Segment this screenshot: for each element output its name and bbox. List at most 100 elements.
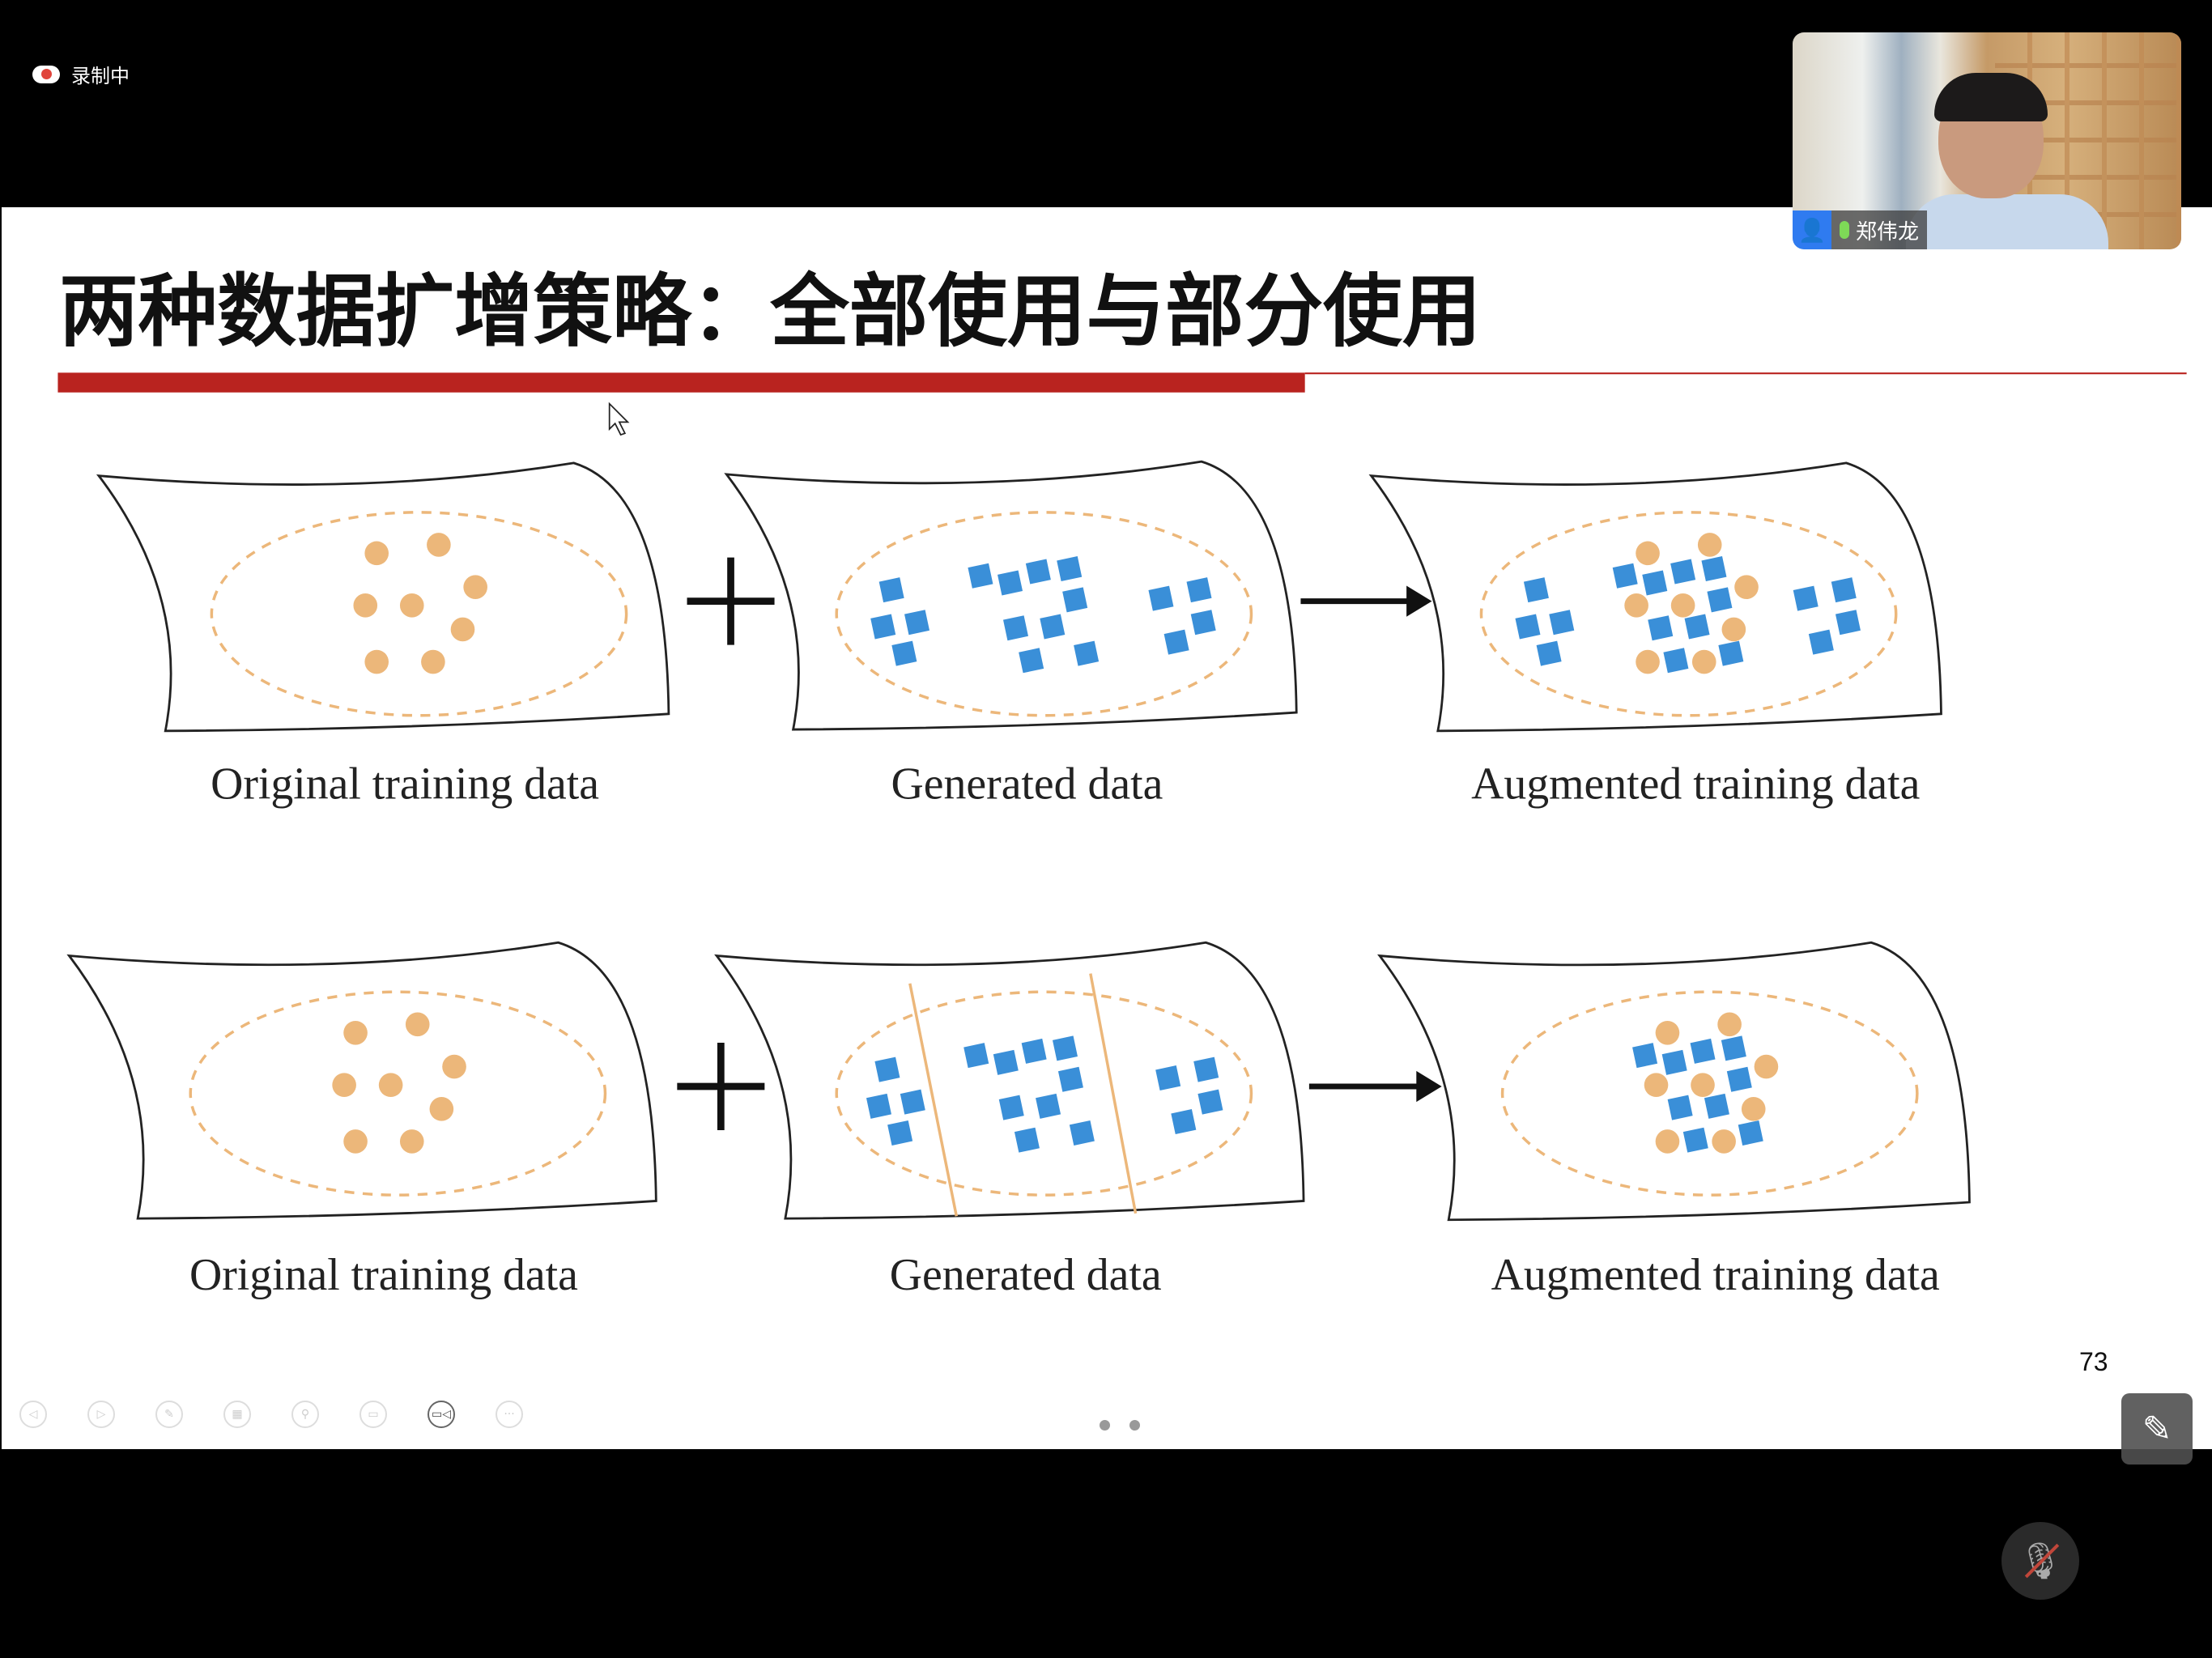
generated-data-point xyxy=(1197,1089,1223,1115)
label-generated-2: Generated data xyxy=(890,1250,1162,1300)
generated-data-point xyxy=(1036,1093,1061,1119)
original-data-point xyxy=(1691,649,1716,674)
original-data-point xyxy=(1712,1129,1736,1154)
original-data-point xyxy=(429,1097,454,1121)
label-original-1: Original training data xyxy=(211,759,599,810)
edit-icon: ✎ xyxy=(2142,1408,2172,1450)
previous-slide-button[interactable]: ◁ xyxy=(19,1401,47,1428)
generated-data-point xyxy=(1642,570,1668,596)
zoom-button[interactable]: ⚲ xyxy=(291,1401,319,1428)
annotate-button[interactable]: ✎ xyxy=(2121,1393,2193,1465)
recording-label: 录制中 xyxy=(71,65,130,87)
augmented-data-sheet xyxy=(1368,461,1942,733)
camera-button[interactable]: ▭◁ xyxy=(428,1401,455,1428)
generated-data-point xyxy=(1171,1109,1197,1135)
generated-data-point xyxy=(1190,610,1216,636)
generated-data-point xyxy=(904,610,930,636)
page-dot[interactable] xyxy=(1129,1420,1140,1431)
original-data-point xyxy=(1691,1073,1715,1098)
generated-data-point xyxy=(1684,614,1710,640)
generated-data-point xyxy=(891,640,917,666)
distribution-ellipse xyxy=(835,511,1253,717)
generated-data-point xyxy=(1707,587,1733,613)
original-data-point xyxy=(1721,617,1746,642)
original-data-point xyxy=(1734,575,1759,599)
participant-name: 郑伟龙 xyxy=(1856,219,1920,244)
selection-boundary-line xyxy=(1089,973,1138,1214)
page-dot[interactable] xyxy=(1100,1420,1110,1431)
generated-data-point xyxy=(1025,559,1051,585)
original-data-point xyxy=(1717,1012,1742,1037)
label-generated-1: Generated data xyxy=(891,759,1163,810)
original-data-point xyxy=(364,649,389,674)
microphone-icon xyxy=(1840,221,1849,239)
generated-data-point xyxy=(887,1120,913,1146)
generated-data-point xyxy=(1831,577,1857,603)
generated-data-point xyxy=(1523,577,1549,603)
generated-data-point xyxy=(998,570,1023,596)
generated-data-point xyxy=(1515,614,1541,640)
original-data-point xyxy=(1655,1020,1680,1045)
generated-data-point xyxy=(1690,1038,1716,1064)
more-options-button[interactable]: ··· xyxy=(496,1401,523,1428)
generated-data-point xyxy=(1670,559,1696,585)
generated-data-point xyxy=(1163,629,1189,655)
generated-data-point xyxy=(1612,563,1638,589)
video-person-shirt xyxy=(1906,194,2108,249)
label-original-2: Original training data xyxy=(189,1250,578,1300)
generated-data-point xyxy=(1549,610,1575,636)
original-data-point xyxy=(1754,1054,1779,1079)
generated-data-point xyxy=(1062,587,1088,613)
slides-overview-button[interactable]: ▦ xyxy=(223,1401,251,1428)
distribution-ellipse xyxy=(835,990,1253,1197)
generated-data-point xyxy=(968,563,993,589)
microphone-muted-button[interactable]: 🎙 xyxy=(2001,1522,2079,1600)
generated-data-point xyxy=(1738,1120,1763,1146)
original-data-point xyxy=(343,1020,368,1045)
next-slide-button[interactable]: ▷ xyxy=(87,1401,115,1428)
generated-data-point xyxy=(1701,556,1727,582)
participant-video-tile[interactable]: 👤 郑伟龙 xyxy=(1793,32,2181,249)
original-data-point xyxy=(450,617,475,642)
generated-data-point xyxy=(993,1049,1019,1075)
original-data-point xyxy=(399,1129,424,1154)
original-data-point xyxy=(421,649,445,674)
subtitles-button[interactable]: ▭ xyxy=(359,1401,387,1428)
generated-data-point xyxy=(1019,648,1044,674)
original-data-point xyxy=(442,1054,466,1079)
original-data-point xyxy=(1624,593,1648,618)
generated-data-point xyxy=(1682,1127,1708,1153)
participant-name-bar: 👤 郑伟龙 xyxy=(1793,210,1928,249)
original-data-point xyxy=(399,593,424,618)
original-data-point xyxy=(1644,1073,1669,1098)
original-data-point xyxy=(1636,541,1660,566)
title-accent-bar xyxy=(57,372,1305,393)
generated-data-point xyxy=(1793,585,1819,611)
generated-data-point xyxy=(1186,577,1212,603)
original-data-point xyxy=(1655,1129,1680,1154)
selection-boundary-line xyxy=(908,983,959,1217)
label-augmented-2: Augmented training data xyxy=(1491,1250,1940,1300)
microphone-muted-icon: 🎙 xyxy=(2018,1541,2063,1582)
original-data-point xyxy=(1636,649,1660,674)
arrow-head-icon xyxy=(1406,585,1432,617)
original-data-point xyxy=(332,1073,356,1098)
generated-data-point xyxy=(1014,1127,1040,1153)
generated-data-point xyxy=(1808,629,1834,655)
slide-canvas xyxy=(2,207,2212,1449)
generated-data-point xyxy=(1704,1093,1729,1119)
generated-data-point xyxy=(1155,1065,1181,1091)
person-icon: 👤 xyxy=(1793,210,1831,249)
original-data-point xyxy=(364,541,389,566)
generated-data-point xyxy=(1069,1120,1095,1146)
generated-data-point xyxy=(1667,1095,1693,1120)
generated-data-point xyxy=(1721,1035,1746,1061)
pen-tool-button[interactable]: ✎ xyxy=(155,1401,183,1428)
generated-data-sheet xyxy=(714,941,1305,1220)
generated-data-point xyxy=(1057,556,1083,582)
distribution-ellipse xyxy=(1479,511,1898,717)
original-data-point xyxy=(1697,533,1722,557)
original-data-point xyxy=(405,1012,430,1037)
label-augmented-1: Augmented training data xyxy=(1471,759,1920,810)
